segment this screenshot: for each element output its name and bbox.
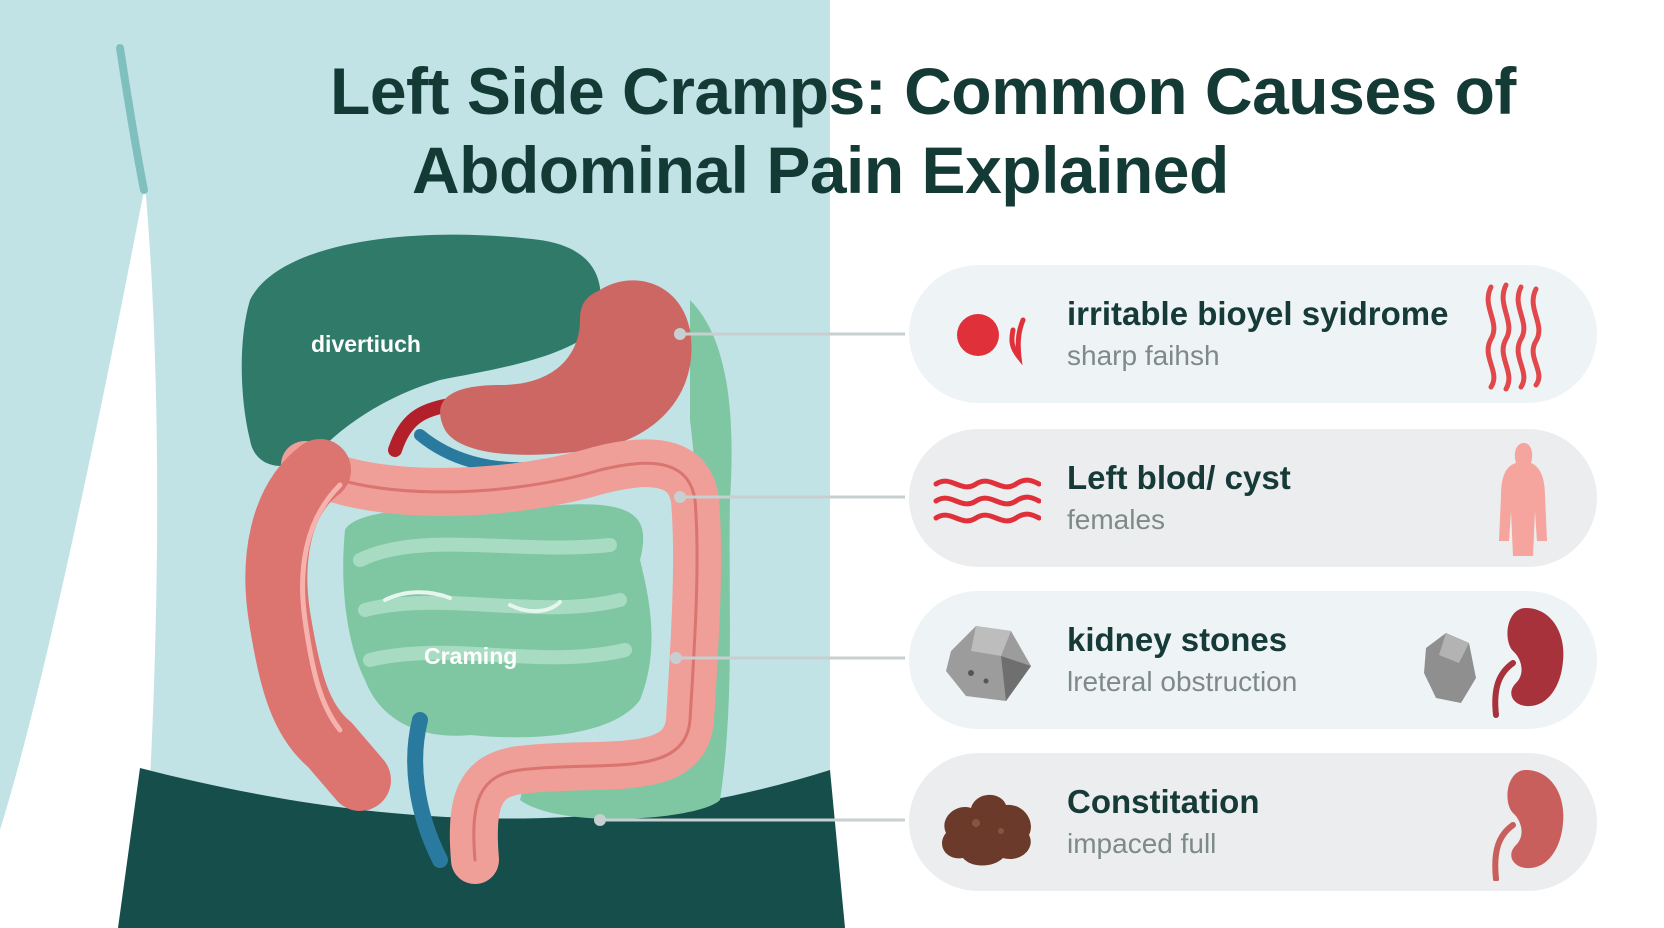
small-intestine-highlight bbox=[383, 590, 562, 614]
cause-name: irritable bioyel syidrome bbox=[1067, 295, 1449, 332]
cause-name: kidney stones bbox=[1067, 621, 1288, 658]
female-body-icon bbox=[1499, 443, 1547, 556]
small-intestine-back bbox=[343, 504, 652, 738]
ascending-colon-line bbox=[300, 482, 343, 733]
cause-name: Constitation bbox=[1067, 783, 1260, 820]
cause-card-ibs[interactable]: irritable bioyel syidrome sharp faihsh bbox=[909, 265, 1597, 403]
cause-card-constipation[interactable]: Constitation impaced full bbox=[909, 753, 1597, 891]
arm-gap bbox=[0, 185, 158, 928]
connector-lines bbox=[600, 332, 905, 822]
cause-card-kidney-stones[interactable]: kidney stones lreteral obstruction bbox=[909, 591, 1597, 729]
wavy-pain-lines-icon bbox=[1485, 282, 1542, 392]
small-intestine-folds bbox=[353, 537, 632, 667]
large-intestine-line bbox=[303, 461, 699, 862]
kidney-icon bbox=[1492, 770, 1564, 881]
vessel-blue-lower bbox=[407, 712, 448, 868]
stone-icon bbox=[946, 626, 1031, 701]
title-line-1: Left Side Cramps: Common Causes of bbox=[330, 54, 1516, 128]
small-intestine-label: Craming bbox=[424, 643, 518, 669]
cause-description: females bbox=[1067, 504, 1166, 535]
cause-name: Left blod/ cyst bbox=[1067, 459, 1291, 496]
pain-spot-icon bbox=[957, 314, 1026, 366]
wavy-lines-icon bbox=[933, 477, 1041, 524]
liver-label: divertiuch bbox=[311, 331, 421, 357]
cause-description: sharp faihsh bbox=[1067, 340, 1220, 371]
page-title: Left Side Cramps: Common Causes of Abdom… bbox=[330, 52, 1630, 210]
stomach bbox=[440, 280, 692, 455]
liver bbox=[241, 234, 601, 467]
connector-dots bbox=[594, 328, 686, 826]
stool-icon bbox=[942, 794, 1031, 866]
torso-edge bbox=[796, 0, 845, 928]
cause-card-cyst[interactable]: Left blod/ cyst females bbox=[909, 429, 1597, 567]
kidney-stone-icon bbox=[1424, 608, 1564, 718]
title-line-2: Abdominal Pain Explained bbox=[412, 133, 1229, 208]
cause-description: impaced full bbox=[1067, 828, 1217, 859]
ascending-colon bbox=[245, 439, 391, 811]
arm-outline bbox=[116, 44, 148, 194]
cause-description: lreteral obstruction bbox=[1067, 666, 1298, 697]
